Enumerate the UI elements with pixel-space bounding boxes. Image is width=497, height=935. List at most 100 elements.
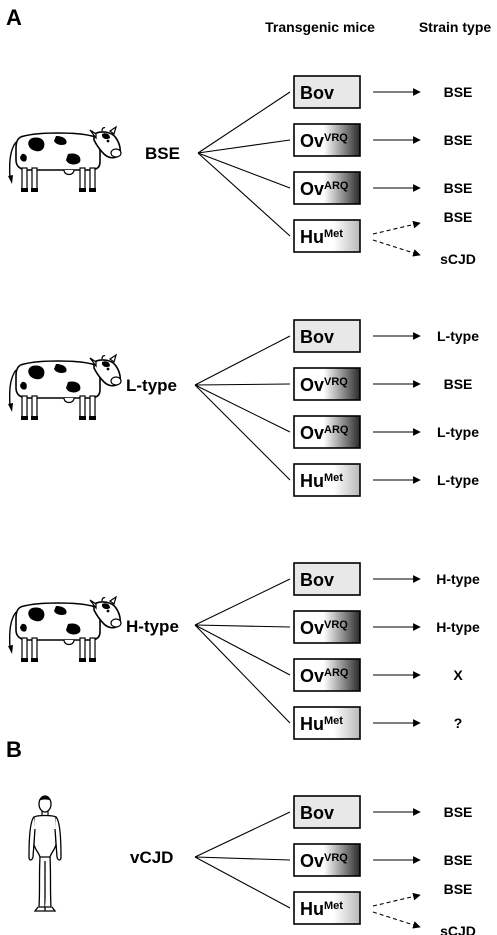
- mouse-label: Bov: [300, 803, 334, 823]
- mouse-genotype-sup: VRQ: [324, 619, 348, 631]
- mouse-box-humet: [293, 706, 361, 740]
- mouse-box-bov: [293, 562, 361, 596]
- source-label-bse: BSE: [145, 144, 180, 163]
- mouse-box-bov: [293, 319, 361, 353]
- human-icon: [28, 795, 62, 912]
- mouse-label: Bov: [300, 83, 334, 103]
- strain-label-bse: BSE: [444, 881, 473, 897]
- mouse-box-ovvrq: [293, 123, 361, 157]
- strain-label-h-type: H-type: [436, 571, 480, 587]
- fan-line: [194, 856, 291, 861]
- strain-label-: ?: [454, 715, 463, 731]
- mouse-genotype-sup: VRQ: [324, 376, 348, 388]
- strain-label-x: X: [453, 667, 463, 683]
- mouse-label: HuMet: [300, 714, 343, 734]
- mouse-box-bov: [293, 75, 361, 109]
- mouse-box-ovarq: [293, 658, 361, 692]
- mouse-box-humet: [293, 219, 361, 253]
- mouse-name: Hu: [300, 227, 324, 247]
- strain-label-l-type: L-type: [437, 328, 479, 344]
- mouse-label: OvVRQ: [300, 375, 348, 395]
- cow-icon: [7, 596, 122, 663]
- mouse-box-humet: [293, 463, 361, 497]
- strain-label-bse: BSE: [444, 84, 473, 100]
- fan-line: [194, 856, 291, 909]
- strain-label-l-type: L-type: [437, 472, 479, 488]
- header-strain-type: Strain type: [419, 19, 492, 35]
- mouse-label: Bov: [300, 327, 334, 347]
- fan-line: [197, 152, 291, 237]
- fan-line: [197, 152, 291, 189]
- mouse-name: Ov: [300, 131, 324, 151]
- mouse-label: OvVRQ: [300, 131, 348, 151]
- strain-label-bse: BSE: [444, 209, 473, 225]
- mouse-name: Ov: [300, 375, 324, 395]
- outcome-arrow: [372, 220, 421, 235]
- fan-line: [194, 624, 291, 724]
- fan-line: [194, 335, 291, 386]
- outcome-arrow: [372, 239, 421, 257]
- strain-label-bse: BSE: [444, 376, 473, 392]
- mouse-label: HuMet: [300, 227, 343, 247]
- header-transgenic-mice: Transgenic mice: [265, 19, 375, 35]
- fan-line: [194, 384, 291, 433]
- panel-label-a: A: [6, 5, 22, 30]
- strain-label-bse: BSE: [444, 804, 473, 820]
- source-label-vcjd: vCJD: [130, 848, 173, 867]
- mouse-genotype-sup: Met: [324, 900, 343, 912]
- strain-label-scjd: sCJD: [440, 923, 476, 935]
- mouse-genotype-sup: ARQ: [324, 180, 349, 192]
- cow-icon: [7, 354, 122, 421]
- outcome-arrow: [372, 892, 421, 907]
- mouse-label: HuMet: [300, 471, 343, 491]
- fan-line: [197, 91, 291, 154]
- strain-label-scjd: sCJD: [440, 251, 476, 267]
- mouse-name: Bov: [300, 327, 334, 347]
- strain-label-l-type: L-type: [437, 424, 479, 440]
- strain-label-h-type: H-type: [436, 619, 480, 635]
- mouse-label: Bov: [300, 570, 334, 590]
- panel-label-b: B: [6, 737, 22, 762]
- mouse-name: Ov: [300, 423, 324, 443]
- fan-line: [194, 624, 291, 628]
- mouse-name: Hu: [300, 899, 324, 919]
- mouse-genotype-sup: VRQ: [324, 852, 348, 864]
- source-label-h-type: H-type: [126, 617, 179, 636]
- strain-label-bse: BSE: [444, 132, 473, 148]
- strain-label-bse: BSE: [444, 852, 473, 868]
- fan-line: [194, 624, 291, 676]
- fan-line: [194, 578, 291, 626]
- mouse-name: Bov: [300, 570, 334, 590]
- mouse-box-ovvrq: [293, 610, 361, 644]
- fan-line: [194, 811, 291, 858]
- mouse-box-ovarq: [293, 171, 361, 205]
- mouse-label: HuMet: [300, 899, 343, 919]
- mouse-name: Ov: [300, 618, 324, 638]
- mouse-box-bov: [293, 795, 361, 829]
- mouse-label: OvARQ: [300, 666, 349, 686]
- mouse-name: Hu: [300, 471, 324, 491]
- cow-icon: [7, 126, 122, 193]
- mouse-genotype-sup: Met: [324, 715, 343, 727]
- mouse-label: OvARQ: [300, 423, 349, 443]
- mouse-box-ovvrq: [293, 367, 361, 401]
- fan-line: [194, 384, 291, 481]
- mouse-name: Bov: [300, 83, 334, 103]
- mouse-box-ovarq: [293, 415, 361, 449]
- mouse-box-humet: [293, 891, 361, 925]
- mouse-genotype-sup: ARQ: [324, 667, 349, 679]
- mouse-name: Bov: [300, 803, 334, 823]
- mouse-box-ovvrq: [293, 843, 361, 877]
- mouse-label: OvVRQ: [300, 851, 348, 871]
- strain-label-bse: BSE: [444, 180, 473, 196]
- source-label-l-type: L-type: [126, 376, 177, 395]
- mouse-genotype-sup: ARQ: [324, 424, 349, 436]
- mouse-name: Ov: [300, 666, 324, 686]
- mouse-genotype-sup: Met: [324, 472, 343, 484]
- fan-line: [197, 139, 291, 154]
